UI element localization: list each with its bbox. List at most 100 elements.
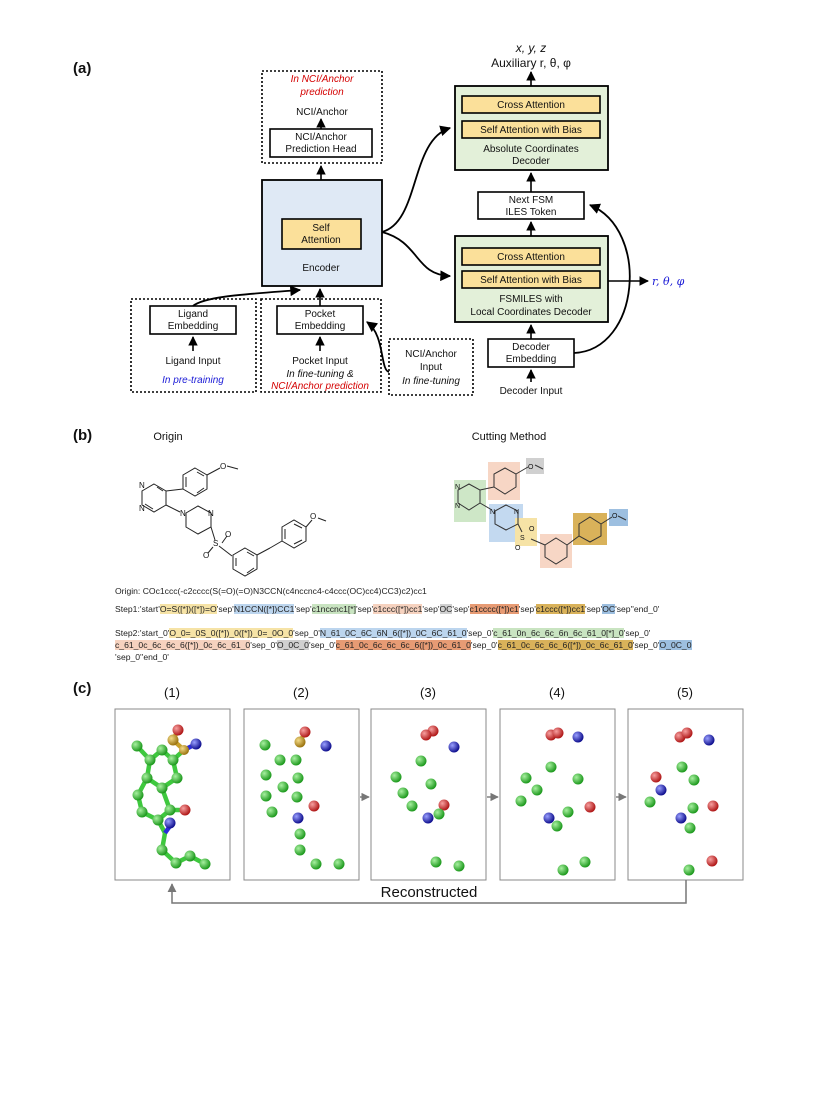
step-2-atoms [259, 726, 345, 870]
step-label-1: (1) [164, 685, 180, 700]
pocket-note-2: NCI/Anchor prediction [271, 381, 369, 392]
svg-text:N: N [139, 481, 145, 490]
smiles-token: O_0=_0S_0([*])_0([*])_0=_0O_0 [169, 628, 294, 638]
svg-text:N: N [180, 509, 186, 518]
cutting-title: Cutting Method [472, 431, 547, 443]
step-label-4: (4) [549, 685, 565, 700]
step-4-atoms [515, 727, 596, 876]
smiles-token: N1CCN([*])CC1 [233, 604, 295, 614]
panel-c-label: (c) [73, 680, 91, 697]
step-label-2: (2) [293, 685, 309, 700]
smiles-token: 'sep_0' [250, 640, 277, 650]
step2-tokens-line3: 'sep_0''end_0' [115, 652, 169, 662]
smiles-token: OC [439, 604, 453, 614]
encoder-self-attention-text-2: Attention [301, 235, 340, 246]
smiles-token: Step2:'start_0' [115, 628, 170, 638]
pocket-embedding-text-1: Pocket [305, 309, 336, 320]
rtp-output-label: r, θ, φ [652, 275, 685, 288]
smiles-token: OC [602, 604, 616, 614]
smiles-token: c1cccc([*])c1 [469, 604, 519, 614]
next-token-text-1: Next FSM [509, 195, 553, 206]
svg-text:O: O [220, 462, 226, 471]
smiles-token: 'sep' [518, 604, 536, 614]
reconstructed-label: Reconstructed [381, 884, 478, 901]
smiles-token: 'sep_0' [470, 640, 498, 650]
smiles-token: 'sep' [585, 604, 603, 614]
panel-b-label: (b) [73, 427, 92, 444]
next-token-text-2: ILES Token [506, 207, 557, 218]
panel-c: (c) (1) (2) (3) (4) (5) Reconstructed [73, 680, 744, 904]
svg-text:O: O [310, 512, 316, 521]
absolute-decoder-title-2: Decoder [512, 156, 550, 167]
nci-prediction-note-1: In NCI/Anchor [291, 74, 354, 85]
step-label-3: (3) [420, 685, 436, 700]
absolute-decoder-title-1: Absolute Coordinates [483, 144, 579, 155]
local-cross-attention-text: Cross Attention [497, 252, 565, 263]
svg-text:N: N [514, 509, 519, 516]
nci-head-text-2: Prediction Head [285, 144, 356, 155]
pocket-embedding-box [276, 305, 364, 335]
smiles-token: 'sep_0' [623, 628, 651, 638]
smiles-token: c_61_0c_6c_6c_6([*])_0c_6c_61_0 [115, 640, 251, 650]
aux-rtp-label: Auxiliary r, θ, φ [491, 56, 571, 70]
svg-text:N: N [455, 484, 460, 491]
smiles-token: c1ccc([*])cc1 [535, 604, 586, 614]
panel-a: (a) x, y, z Auxiliary r, θ, φ In NCI/Anc… [73, 41, 685, 397]
smiles-token: 'sep_0' [632, 640, 660, 650]
smiles-token: O_0C_0 [276, 640, 309, 650]
smiles-token: 'sep' [356, 604, 374, 614]
arrow-encoder-to-local [381, 231, 452, 282]
local-self-attention-text: Self Attention with Bias [480, 275, 582, 286]
next-token-box [477, 191, 585, 220]
smiles-token: 'sep_0' [466, 628, 494, 638]
nci-prediction-group [261, 70, 383, 164]
smiles-token: 'sep''end_0' [615, 604, 660, 614]
pocket-note-1: In fine-tuning & [286, 369, 354, 380]
nci-input-group [388, 338, 474, 396]
step2-tokens-line1: Step2:'start_0'O_0=_0S_0([*])_0([*])_0=_… [115, 628, 650, 638]
svg-text:O: O [225, 530, 231, 539]
svg-text:O: O [528, 464, 534, 471]
svg-text:O: O [203, 551, 209, 560]
step-1-atoms [131, 724, 211, 870]
local-cross-attention-box [461, 247, 601, 266]
absolute-self-attention-text: Self Attention with Bias [480, 125, 582, 136]
step-label-5: (5) [677, 685, 693, 700]
smiles-token: Step1:'start' [115, 604, 160, 614]
smiles-token: 'sep' [294, 604, 312, 614]
absolute-self-attention-box [461, 120, 601, 139]
ligand-note: In pre-training [162, 375, 224, 386]
absolute-cross-attention-box [461, 95, 601, 114]
smiles-token: c_61_0c_6c_6c_6c_6([*])_0c_61_0 [335, 640, 471, 650]
arrow-decoder-feedback [573, 203, 631, 354]
pocket-group [260, 298, 382, 393]
panel-b: (b) Origin Cutting Method [73, 427, 628, 577]
ligand-input-label: Ligand Input [165, 356, 220, 367]
nci-anchor-output: NCI/Anchor [296, 107, 348, 118]
aux-xyz-label: x, y, z [515, 41, 546, 55]
nci-input-text-2: Input [420, 362, 442, 373]
reconstructed-arrow [167, 880, 687, 904]
local-decoder-title-2: Local Coordinates Decoder [470, 307, 592, 318]
encoder-self-attention-text-1: Self [312, 223, 329, 234]
nci-head-text-1: NCI/Anchor [295, 132, 347, 143]
ligand-group [130, 298, 257, 393]
smiles-token: O_0C_0 [659, 640, 692, 650]
smiles-token: c_61_0c_6c_6c_6([*])_0c_6c_61_0 [497, 640, 633, 650]
origin-molecule [141, 465, 327, 577]
smiles-token: c1nccnc1[*] [311, 604, 357, 614]
step2-tokens-line2: c_61_0c_6c_6c_6([*])_0c_6c_61_0'sep_0'O_… [115, 640, 692, 650]
local-decoder-title-1: FSMILES with [499, 294, 562, 305]
smiles-token: 'sep' [422, 604, 440, 614]
panel-a-label: (a) [73, 60, 91, 77]
encoder-label: Encoder [302, 263, 340, 274]
step-5-atoms [644, 727, 719, 876]
svg-text:N: N [208, 509, 214, 518]
ligand-embedding-text-1: Ligand [178, 309, 208, 320]
origin-smiles: Origin: COc1ccc(-c2cccc(S(=O)(=O)N3CCN(c… [115, 586, 427, 596]
svg-text:N: N [490, 509, 495, 516]
step-1-molecule [131, 724, 211, 870]
smiles-token: 'sep' [216, 604, 234, 614]
